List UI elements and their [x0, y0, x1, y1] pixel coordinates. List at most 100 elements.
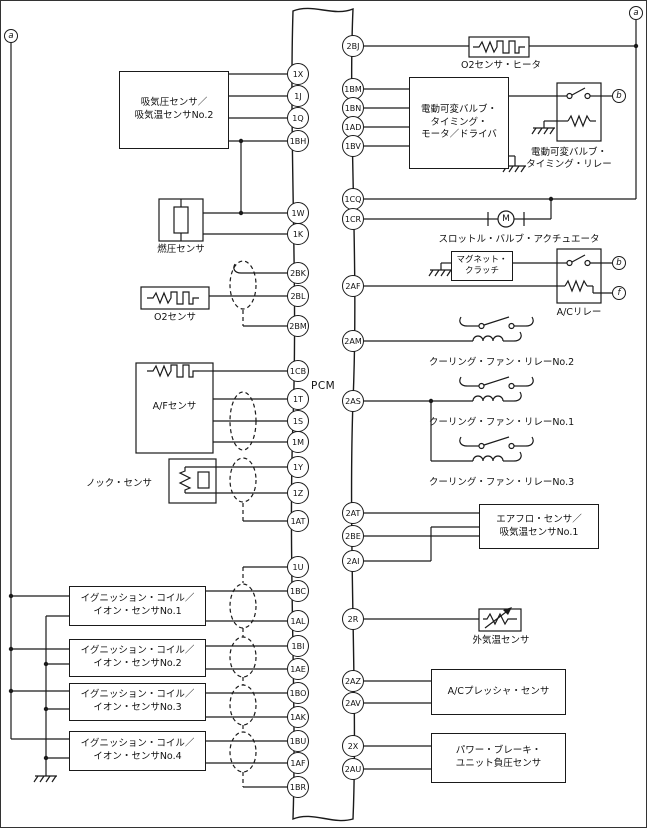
vvt-driver-label: 電動可変バルブ・	[420, 103, 497, 115]
shield-ovals	[229, 260, 257, 773]
pcm-pin: 2X	[342, 735, 364, 757]
magnet-clutch-label: マグネット・	[456, 254, 508, 265]
ignition-coil-1-label: イグニッション・コイル／	[80, 593, 195, 605]
pcm-pin: 1AF	[287, 752, 309, 774]
ignition-coil-4-label: イオン・センサNo.4	[93, 751, 182, 762]
knock-sensor-label: ノック・センサ	[85, 478, 153, 489]
pcm-pin: 2BL	[287, 285, 309, 307]
cooling-fan-relay-3-label: クーリング・ファン・リレーNo.3	[428, 477, 575, 488]
ground-icon	[428, 269, 452, 277]
vvt-driver-label: モータ／ドライバ	[421, 129, 497, 141]
pcm-pin: 1AE	[287, 658, 309, 680]
ignition-coil-1-label: イオン・センサNo.1	[93, 606, 182, 617]
pcm-pin: 1Q	[287, 107, 309, 129]
terminal-a-right: a	[629, 6, 643, 20]
fuel-pressure-label: 燃圧センサ	[157, 244, 205, 255]
terminal-a-left: a	[4, 29, 18, 43]
map-sensor-box: 吸気圧センサ／ 吸気温センサNo.2	[119, 71, 229, 149]
ground-icon	[531, 127, 555, 135]
throttle-actuator-label: スロットル・バルブ・アクチュエータ	[438, 234, 600, 245]
vvt-relay-label-line: タイミング・リレー	[526, 159, 612, 171]
af-sensor-box	[135, 362, 214, 454]
ac-relay-box	[556, 248, 602, 304]
ignition-coil-1-box: イグニッション・コイル／ イオン・センサNo.1	[69, 586, 206, 626]
pcm-pin: 1BM	[342, 78, 364, 100]
ac-relay-label: A/Cリレー	[556, 307, 602, 318]
pcm-pin: 2BE	[342, 525, 364, 547]
ac-pressure-sensor-label: A/Cプレッシャ・センサ	[447, 685, 550, 697]
pcm-pin: 2AT	[342, 502, 364, 524]
pcm-pin: 1BU	[287, 730, 309, 752]
o2-heater-label: O2センサ・ヒータ	[460, 60, 542, 71]
pcm-pin: 2AF	[342, 275, 364, 297]
cooling-fan-relay-1-label: クーリング・ファン・リレーNo.1	[428, 417, 575, 428]
ignition-coil-3-label: イオン・センサNo.3	[93, 702, 182, 713]
motor-m-label: M	[502, 214, 510, 224]
pcm-pin: 1M	[287, 431, 309, 453]
map-sensor-label: 吸気温センサNo.2	[134, 110, 214, 121]
pcm-pin: 2BM	[287, 315, 309, 337]
airflow-sensor-label: エアフロ・センサ／	[496, 513, 582, 525]
pcm-pin: 1AL	[287, 610, 309, 632]
ignition-coil-3-label: イグニッション・コイル／	[80, 689, 195, 701]
vvt-relay-symbol	[543, 87, 612, 128]
wire-continuation-curl	[233, 263, 242, 274]
vvt-relay-label: 電動可変バルブ・ タイミング・リレー	[509, 147, 629, 172]
pcm-pin: 1S	[287, 410, 309, 432]
motor-icon	[487, 210, 525, 228]
terminal-b-vvt: b	[612, 89, 626, 103]
ignition-coil-2-label: イオン・センサNo.2	[93, 658, 182, 669]
pcm-pin: 1BC	[287, 580, 309, 602]
brake-vacuum-sensor-box: パワー・ブレーキ・ ユニット負圧センサ	[431, 733, 566, 783]
ground-icon	[33, 775, 57, 783]
heater-element-icon	[147, 40, 525, 378]
vvt-driver-label: タイミング・	[430, 116, 488, 128]
pcm-pin: 1J	[287, 85, 309, 107]
cooling-fan-relay-1-symbol	[459, 376, 534, 402]
ignition-coil-4-label: イグニッション・コイル／	[80, 738, 195, 750]
pressure-sensor-icon	[173, 199, 189, 241]
vvt-relay-label-line: 電動可変バルブ・	[530, 147, 607, 158]
pcm-pin: 2BJ	[342, 35, 364, 57]
pcm-pin: 1BO	[287, 682, 309, 704]
pcm-pin: 2BK	[287, 262, 309, 284]
airflow-sensor-label: 吸気温センサNo.1	[499, 526, 579, 538]
pcm-pin: 2AM	[342, 330, 364, 352]
af-sensor-label: A/Fセンサ	[152, 401, 197, 412]
brake-vacuum-sensor-label: パワー・ブレーキ・	[455, 745, 542, 757]
cooling-fan-relay-2-symbol	[459, 316, 534, 342]
magnet-clutch-box: マグネット・ クラッチ	[451, 251, 513, 281]
vvt-relay-box	[556, 82, 602, 142]
pcm-pin: 1BN	[342, 97, 364, 119]
ac-pressure-sensor-box: A/Cプレッシャ・センサ	[431, 669, 566, 715]
pcm-pin: 1CQ	[342, 188, 364, 210]
airflow-sensor-box: エアフロ・センサ／ 吸気温センサNo.1	[479, 504, 599, 549]
junction-dots	[8, 43, 639, 761]
o2-heater-box	[468, 36, 530, 58]
pcm-pin: 1BI	[287, 635, 309, 657]
knock-sensor-icon	[178, 466, 216, 494]
ignition-coil-4-box: イグニッション・コイル／ イオン・センサNo.4	[69, 731, 206, 771]
o2-sensor-label: O2センサ	[153, 312, 197, 323]
pcm-pin: 1W	[287, 202, 309, 224]
pcm-pin: 2AZ	[342, 670, 364, 692]
pcm-pin: 2AI	[342, 550, 364, 572]
map-sensor-label: 吸気圧センサ／	[140, 97, 208, 109]
ambient-sensor-label: 外気温センサ	[472, 635, 530, 646]
pcm-pin: 2AV	[342, 692, 364, 714]
pcm-pin: 2AS	[342, 390, 364, 412]
ac-relay-symbol	[557, 254, 612, 294]
cooling-fan-relay-2-label: クーリング・ファン・リレーNo.2	[428, 357, 575, 368]
terminal-b-ac: b	[612, 256, 626, 270]
pcm-pin: 1CR	[342, 208, 364, 230]
pcm-pin: 1AK	[287, 706, 309, 728]
cooling-fan-relay-3-symbol	[459, 436, 534, 462]
pcm-pin: 1K	[287, 223, 309, 245]
pcm-pin: 1Y	[287, 456, 309, 478]
pcm-pin: 1Z	[287, 482, 309, 504]
pcm-pin: 1T	[287, 388, 309, 410]
pcm-pin: 1U	[287, 556, 309, 578]
thermistor-icon	[483, 607, 517, 629]
pcm-label: PCM	[311, 380, 336, 392]
